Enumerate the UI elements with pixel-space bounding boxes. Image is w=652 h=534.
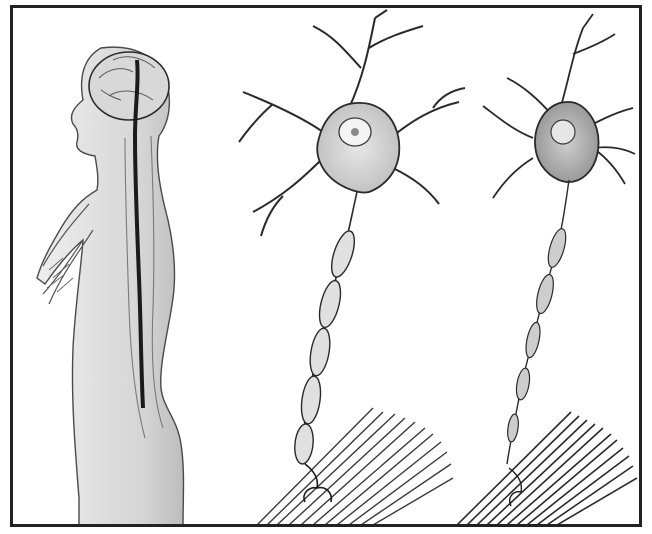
muscle-fibers [257,408,453,525]
myelin-sheath [506,227,569,443]
muscle-fibers [457,412,637,525]
myelin-sheath [293,228,359,464]
degenerating-neuron [457,14,637,525]
figure-frame [10,5,642,527]
neuron-illustration [13,8,642,527]
brain [89,52,169,120]
nucleus [551,120,575,144]
cell-body [317,103,399,193]
body-silhouette [37,47,184,525]
nucleolus [351,128,359,136]
human-figure [37,47,184,525]
healthy-neuron [239,10,465,525]
